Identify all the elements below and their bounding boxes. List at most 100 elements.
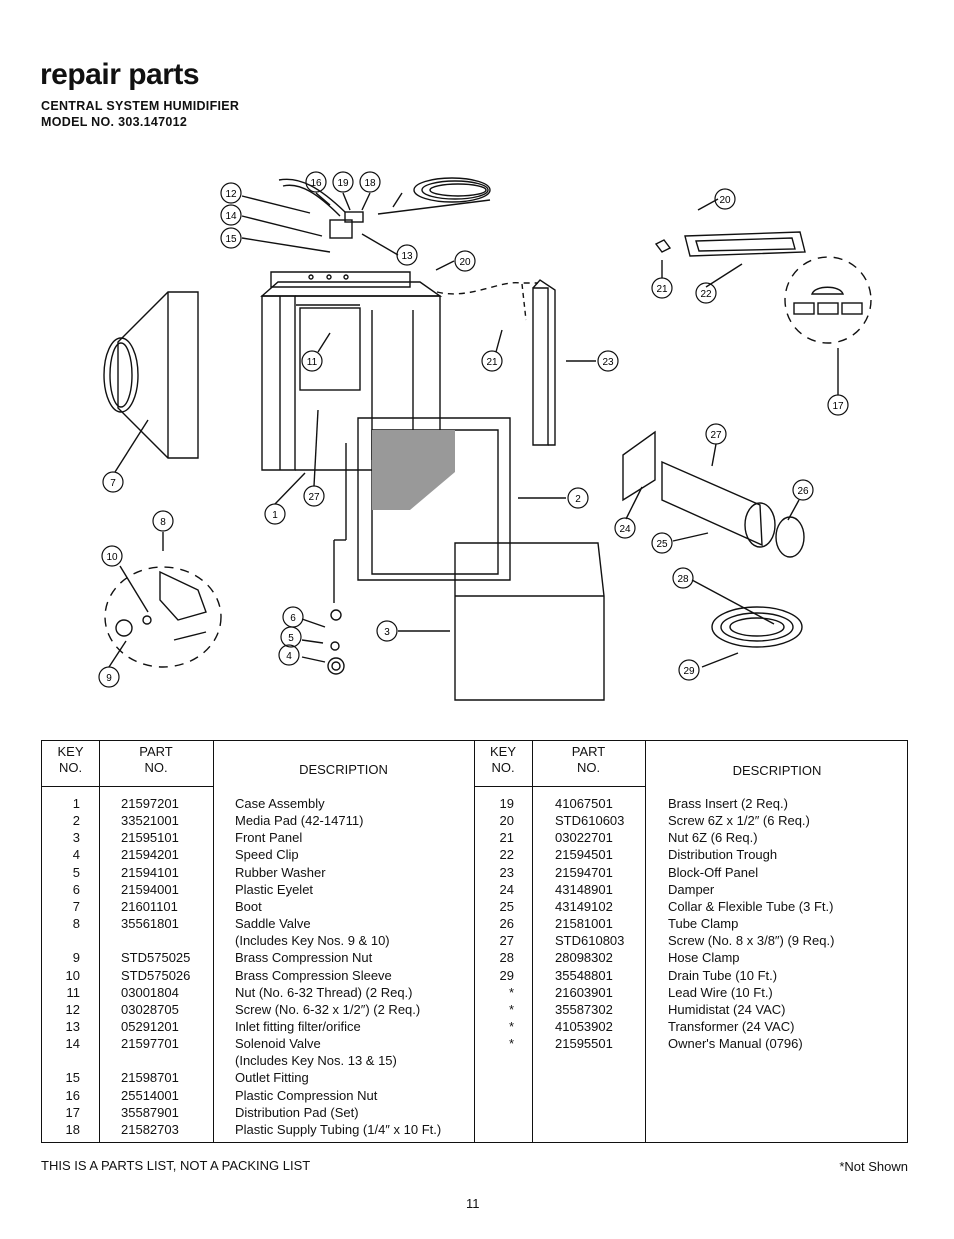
row-part-number: 05291201 xyxy=(121,1018,179,1034)
row-part-number: STD575026 xyxy=(121,967,191,983)
callout-20-case: 20 xyxy=(459,257,471,268)
row-description: Media Pad (42-14711) xyxy=(235,813,364,829)
row-description: Collar & Flexible Tube (3 Ft.) xyxy=(668,898,834,914)
callout-19: 19 xyxy=(337,178,349,189)
row-part-number: STD575025 xyxy=(121,950,191,966)
row-part-number: 21581001 xyxy=(555,916,613,932)
row-description: Damper xyxy=(668,881,715,897)
row-part-number: 03028705 xyxy=(121,1001,179,1017)
row-part-number: 21594701 xyxy=(555,864,613,880)
row-key: 25 xyxy=(499,898,514,914)
callout-8: 8 xyxy=(160,517,166,528)
row-description: Owner's Manual (0796) xyxy=(668,1036,803,1052)
page-title: repair parts xyxy=(40,58,200,91)
callout-15: 15 xyxy=(225,234,237,245)
row-description: Screw (No. 6-32 x 1/2″) (2 Req.) xyxy=(235,1001,421,1017)
row-key: * xyxy=(508,984,514,1000)
row-description: Plastic Compression Nut xyxy=(235,1087,378,1103)
callout-12: 12 xyxy=(225,189,237,200)
callout-3: 3 xyxy=(384,627,390,638)
row-description: Outlet Fitting xyxy=(235,1070,309,1086)
callout-2: 2 xyxy=(575,494,581,505)
row-description: Nut (No. 6-32 Thread) (2 Req.) xyxy=(235,984,413,1000)
row-part-number: 35561801 xyxy=(121,916,179,932)
diagram-artwork xyxy=(103,177,872,701)
row-key: 11 xyxy=(66,984,81,1000)
callout-13: 13 xyxy=(401,251,413,262)
row-description: Drain Tube (10 Ft.) xyxy=(668,967,778,983)
row-key: 9 xyxy=(72,950,80,966)
callout-18: 18 xyxy=(364,178,376,189)
callout-circles xyxy=(98,171,849,688)
row-description: Humidistat (24 VAC) xyxy=(668,1001,786,1017)
callout-4: 4 xyxy=(286,651,292,662)
row-key: 12 xyxy=(65,1001,80,1017)
row-description: Brass Compression Sleeve xyxy=(235,967,392,983)
row-key: * xyxy=(508,1018,514,1034)
callout-5: 5 xyxy=(288,633,294,644)
callout-21-case: 21 xyxy=(486,357,498,368)
row-key: 13 xyxy=(65,1018,80,1034)
row-key: 14 xyxy=(65,1036,80,1052)
row-part-number: STD610803 xyxy=(555,933,625,949)
row-part-number: 21595501 xyxy=(555,1036,613,1052)
row-part-number: 03001804 xyxy=(121,984,179,1000)
row-part-number: 33521001 xyxy=(121,813,179,829)
row-part-number: 21598701 xyxy=(121,1070,179,1086)
row-key: 19 xyxy=(499,796,514,811)
callout-9: 9 xyxy=(106,673,112,684)
row-key: 6 xyxy=(72,881,80,897)
callout-6: 6 xyxy=(290,613,296,624)
row-part-number: 21594501 xyxy=(555,847,613,863)
callout-7: 7 xyxy=(110,478,116,489)
callout-28: 28 xyxy=(677,574,689,585)
row-key: 2 xyxy=(72,813,80,829)
row-key: 16 xyxy=(65,1087,80,1103)
row-key: 26 xyxy=(499,916,514,932)
row-key: 5 xyxy=(72,864,80,880)
row-key: 24 xyxy=(499,881,514,897)
row-description: Distribution Trough xyxy=(668,847,778,863)
row-part-number: 43149102 xyxy=(555,898,613,914)
row-description: Transformer (24 VAC) xyxy=(668,1018,795,1034)
callout-25: 25 xyxy=(656,539,668,550)
row-part-number: 21597701 xyxy=(121,1036,179,1052)
callout-27-case: 27 xyxy=(308,492,320,503)
row-key: 20 xyxy=(499,813,514,829)
row-description: Tube Clamp xyxy=(668,916,739,932)
callout-numbers: 12 14 15 16 19 18 13 20 20 21 22 17 23 2… xyxy=(106,178,844,684)
row-description: Plastic Eyelet xyxy=(235,881,314,897)
row-description: Hose Clamp xyxy=(668,950,740,966)
row-part-number: STD610603 xyxy=(555,813,625,829)
row-key: 21 xyxy=(499,830,514,846)
row-description: Block-Off Panel xyxy=(668,864,759,880)
callout-29: 29 xyxy=(683,666,695,677)
row-key: * xyxy=(508,1036,514,1052)
row-part-number: 28098302 xyxy=(555,950,613,966)
row-part-number: 43148901 xyxy=(555,881,613,897)
header-description: DESCRIPTION xyxy=(299,762,388,777)
row-key: 10 xyxy=(65,967,80,983)
callout-22: 22 xyxy=(700,289,712,300)
row-description: Inlet fitting filter/orifice xyxy=(235,1018,361,1034)
row-description: Solenoid Valve xyxy=(235,1036,321,1052)
row-description: (Includes Key Nos. 9 & 10) xyxy=(235,933,390,949)
row-part-number: 21601101 xyxy=(121,898,178,914)
row-part-number: 35587302 xyxy=(555,1001,613,1017)
row-part-number: 41067501 xyxy=(555,796,613,811)
row-part-number: 21595101 xyxy=(121,830,179,846)
row-key: * xyxy=(508,1001,514,1017)
row-description: Front Panel xyxy=(235,830,303,846)
row-part-number: 21582703 xyxy=(121,1121,179,1137)
row-description: Rubber Washer xyxy=(235,864,326,880)
row-part-number: 35548801 xyxy=(555,967,613,983)
row-description: Plastic Supply Tubing (1/4″ x 10 Ft.) xyxy=(235,1121,442,1137)
callout-24: 24 xyxy=(619,524,631,535)
row-description: Saddle Valve xyxy=(235,916,311,932)
callout-23: 23 xyxy=(602,357,614,368)
row-description: (Includes Key Nos. 13 & 15) xyxy=(235,1053,397,1069)
row-key: 27 xyxy=(499,933,514,949)
